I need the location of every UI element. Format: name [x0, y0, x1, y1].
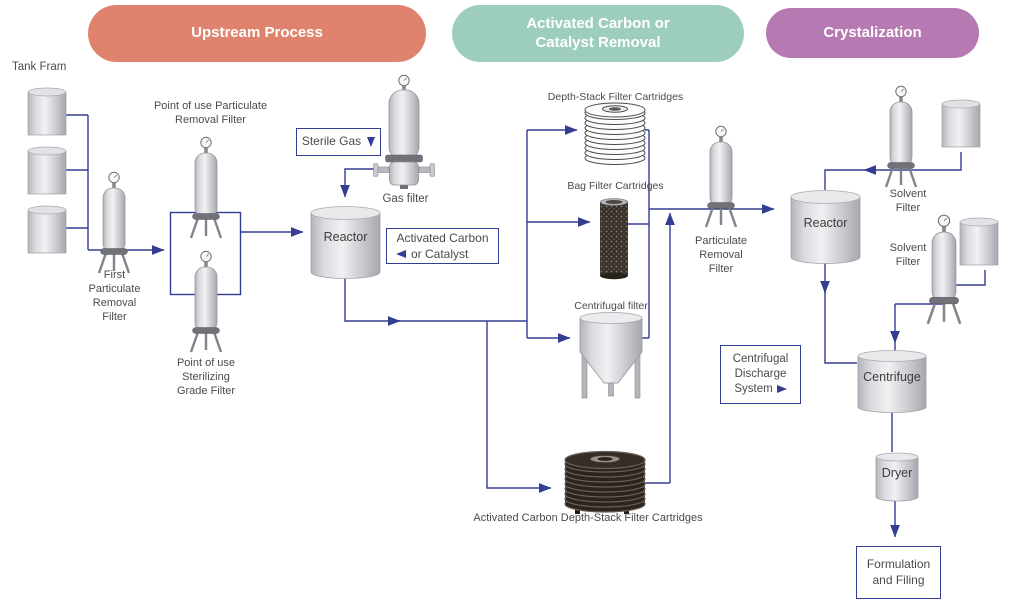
solvent-filter-bottom-label: Solvent Filter [889, 242, 927, 268]
depth-stack-cartridge-icon [584, 102, 646, 165]
discharge-line2: Discharge [734, 368, 787, 381]
reactor-crystalization-icon [790, 190, 861, 264]
solvent-filter-top-label: Solvent Filter [889, 188, 927, 214]
solvent-filter-top-icon [886, 86, 916, 187]
pou-particulate-label: Point of use Particulate Removal Filter [153, 100, 268, 126]
sterile-gas-line [340, 168, 376, 198]
dryer-icon [875, 452, 919, 502]
storage-tank-icon [27, 205, 67, 254]
storage-tank-icon [27, 87, 67, 136]
carbon-cartridge-feed [486, 321, 552, 493]
discharge-line3: System [734, 382, 773, 395]
centrifugal-discharge-callout: Centrifugal Discharge System [720, 345, 801, 404]
reactor-upstream-icon [310, 206, 381, 279]
down-arrow-icon [367, 137, 376, 147]
centrifuge-icon [857, 350, 927, 413]
depth-stack-label: Depth-Stack Filter Cartridges [547, 91, 684, 103]
particulate-removal-filter-icon [706, 126, 736, 227]
formulation-callout: Formulation and Filing [856, 546, 941, 599]
centrifugal-filter-icon [579, 312, 643, 399]
centrifuge-label: Centrifuge [863, 370, 921, 384]
solvent-tank-bottom-icon [959, 217, 999, 266]
dryer-label: Dryer [881, 466, 913, 480]
left-arrow-icon [396, 250, 406, 259]
first-particulate-filter-icon [99, 172, 129, 273]
centrifugal-filter-label: Centrifugal filter [574, 300, 648, 312]
pou-sterilizing-label: Point of use Sterilizing Grade Filter [176, 357, 236, 397]
bag-filter-label: Bag Filter Cartridges [567, 180, 664, 192]
stage-pill-carbon-removal: Activated Carbon or Catalyst Removal [452, 5, 744, 62]
gas-filter-icon [373, 74, 435, 189]
solvent1-line [863, 152, 962, 175]
activated-carbon-line2: or Catalyst [411, 246, 469, 261]
carbon-cartridges-label: Activated Carbon Depth-Stack Filter Cart… [473, 512, 703, 524]
activated-carbon-callout: Activated Carbon or Catalyst [386, 228, 499, 264]
pou-particulate-filter-icon [191, 137, 221, 238]
storage-tank-icon [27, 146, 67, 195]
collector-line [628, 129, 650, 339]
stage-pill-upstream: Upstream Process [88, 5, 426, 62]
activated-carbon-line1: Activated Carbon [396, 231, 489, 245]
bag-filter-cartridge-icon [600, 198, 628, 280]
tank-farm-bus-line [66, 114, 89, 250]
sterile-gas-text: Sterile Gas [301, 134, 362, 149]
reactor-crystalization-label: Reactor [803, 216, 848, 230]
tank-farm-label: Tank Fram [12, 61, 67, 73]
particulate-removal-label: Particulate Removal Filter [695, 235, 747, 275]
activated-carbon-cartridge-icon [564, 450, 646, 514]
tank-farm-tanks [27, 87, 67, 254]
first-filter-label: First Particulate Removal Filter [88, 269, 141, 323]
solvent-tank-top-icon [941, 99, 981, 148]
reactor-upstream-label: Reactor [323, 230, 368, 244]
reactor1-out-line [344, 278, 401, 326]
right-arrow-icon [776, 385, 787, 394]
discharge-line1: Centrifugal [732, 353, 789, 366]
flow-lines [66, 114, 986, 538]
gas-filter-label: Gas filter [382, 193, 429, 205]
stage-pill-crystalization: Crystalization [766, 8, 979, 58]
sterile-gas-callout: Sterile Gas [296, 128, 381, 156]
solvent2-tank-line [956, 270, 986, 286]
